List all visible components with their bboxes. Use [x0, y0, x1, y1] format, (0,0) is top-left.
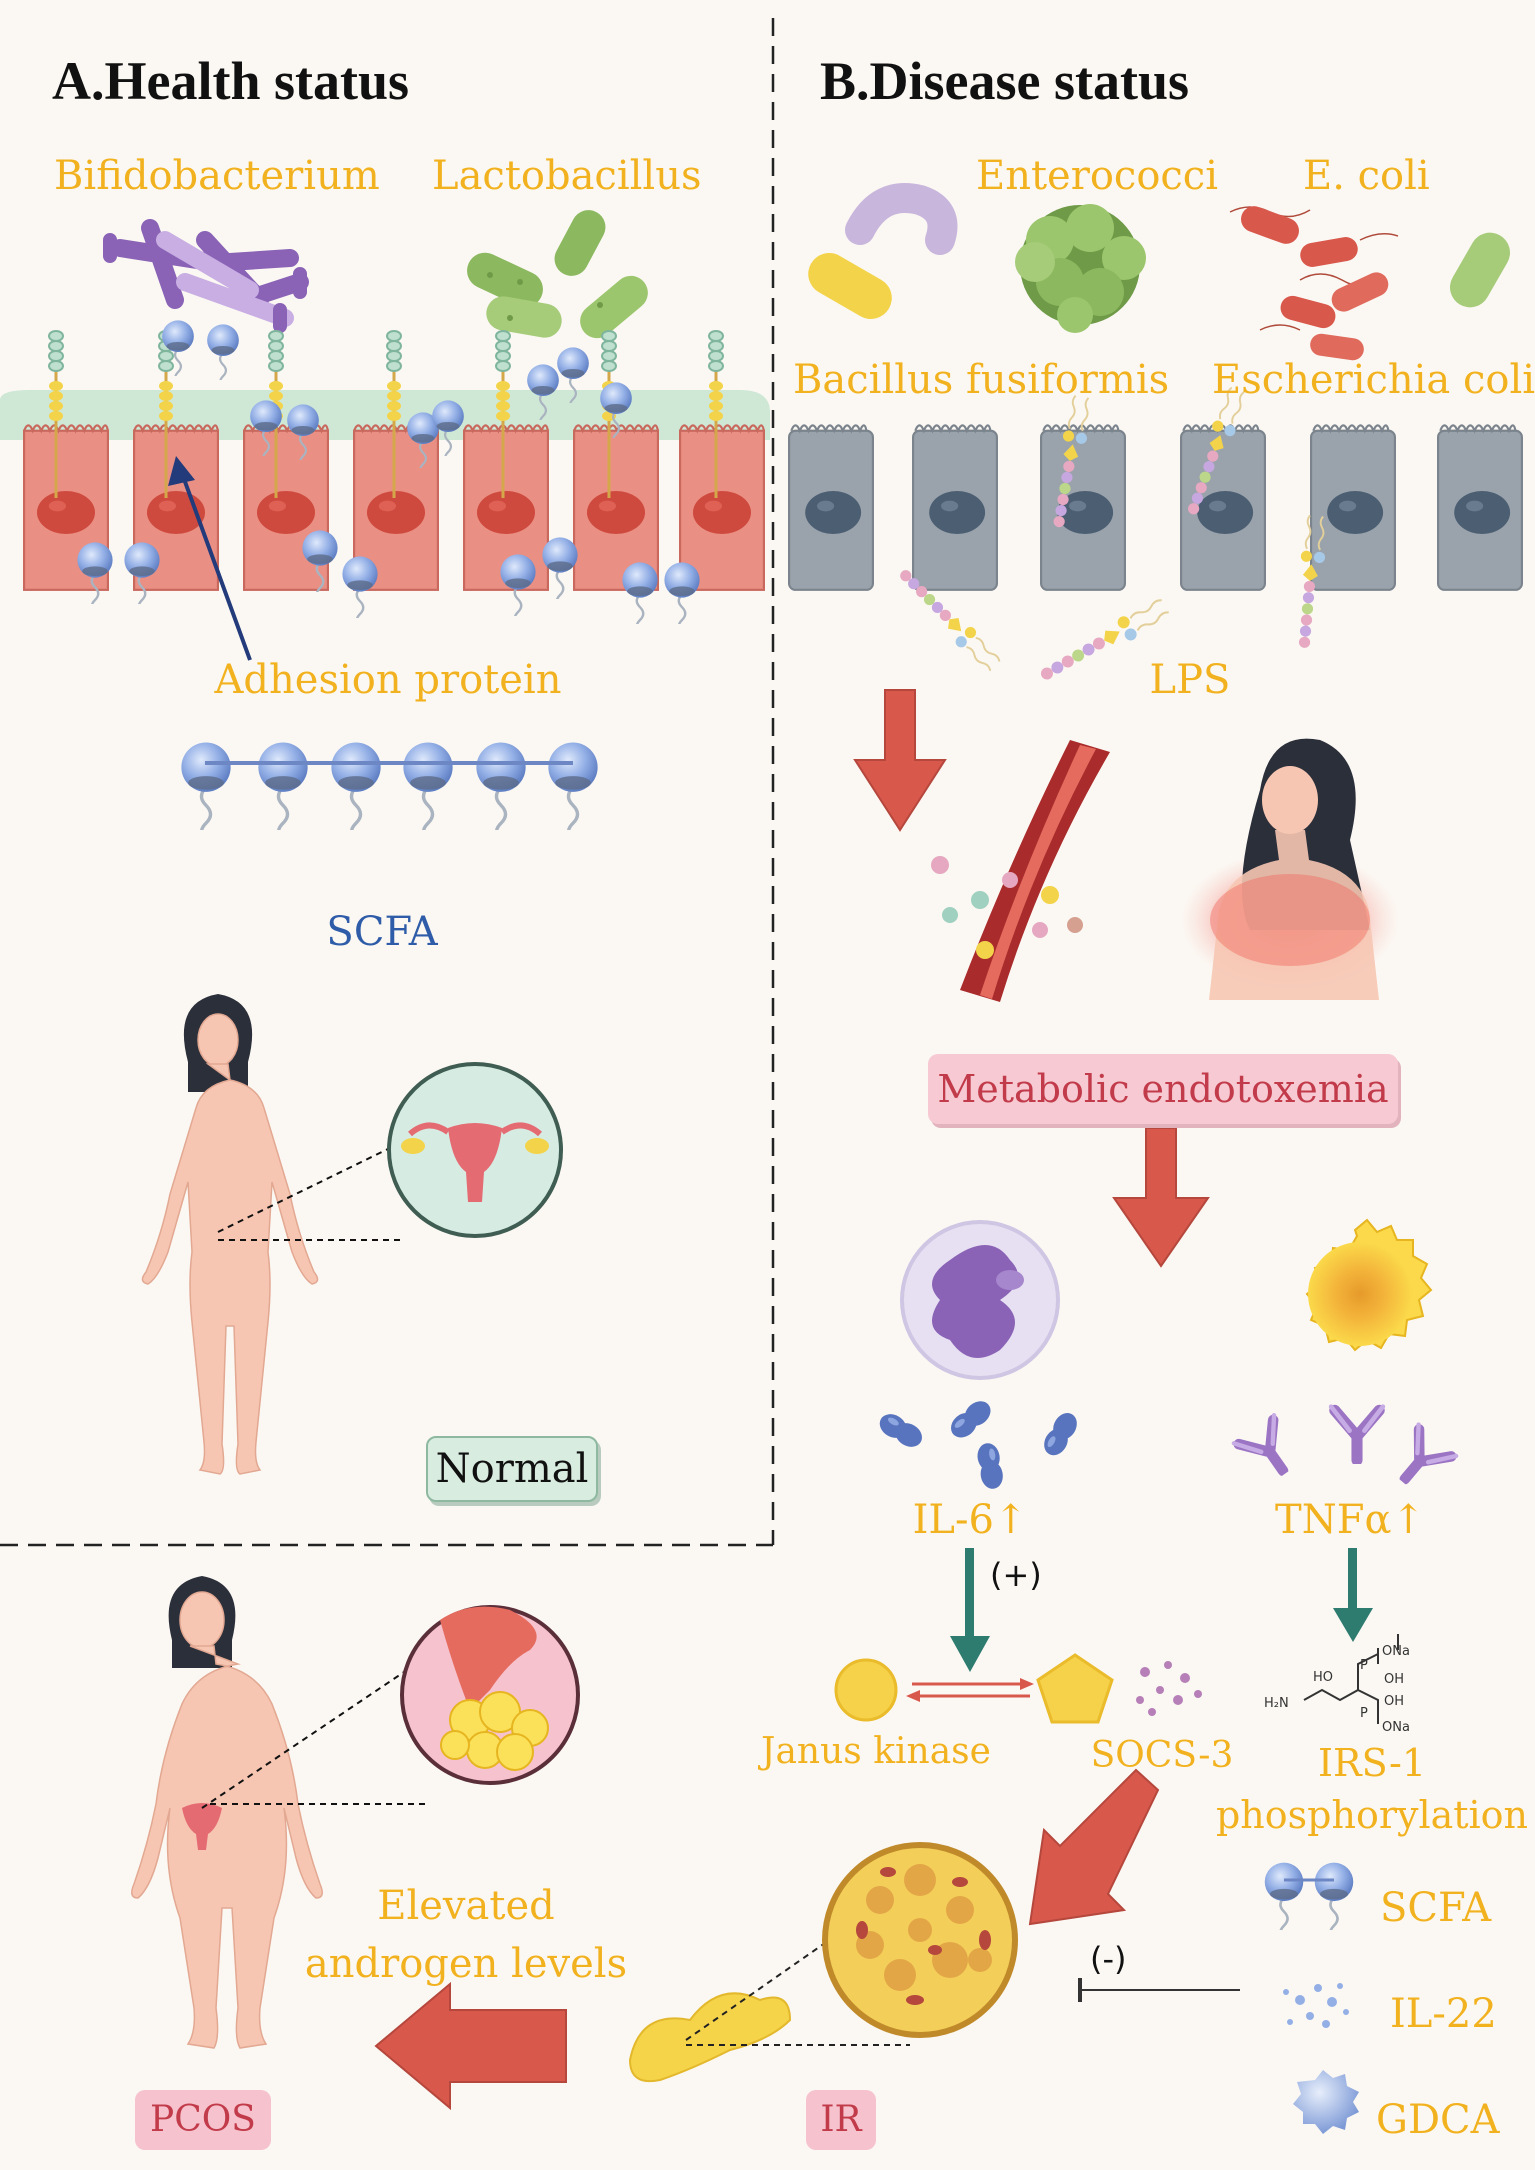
adhesion-pointer-arrow	[178, 467, 252, 661]
irs-chem-structure	[1303, 1634, 1399, 1724]
disease-epithelium	[787, 424, 1524, 592]
macrophage-cell	[1305, 1218, 1433, 1352]
chem-label-ho: HO	[1313, 1670, 1334, 1685]
label-il6: IL-6↑	[912, 1497, 1028, 1543]
label-plus: (+)	[990, 1556, 1042, 1594]
health-panel-title: A.Health status	[52, 51, 410, 111]
ecoli-rods	[1229, 206, 1399, 361]
inhibitor-icons	[1263, 1861, 1359, 2134]
chem-label-p-bottom: P	[1360, 1706, 1368, 1721]
label-minus: (-)	[1090, 1940, 1127, 1978]
islet-cross-section	[822, 1842, 1018, 2038]
jak-socs-illustration	[834, 1653, 1202, 1724]
label-irs1: IRS-1	[1317, 1741, 1427, 1785]
tnfa-molecules	[1234, 1407, 1456, 1495]
chem-label-p-top: P	[1360, 1658, 1368, 1673]
neutrophil-cell	[900, 1220, 1060, 1380]
label-inhibitor-scfa: SCFA	[1380, 1885, 1492, 1931]
metabolic-endotoxemia-box: Metabolic endotoxemia	[928, 1054, 1398, 1124]
chem-label-ona-top: ONa	[1382, 1644, 1410, 1659]
chem-label-ona-bottom: ONa	[1382, 1720, 1410, 1735]
label-escherichia-coli: Escherichia coli	[1212, 357, 1535, 403]
label-inhibitor-gdca: GDCA	[1376, 2097, 1500, 2143]
label-e-coli: E. coli	[1303, 153, 1430, 199]
adhesion-pointer-arrowhead	[168, 456, 195, 486]
disease-panel-title: B.Disease status	[820, 51, 1190, 111]
chem-label-oh-top: OH	[1384, 1672, 1405, 1687]
label-inhibitor-il22: IL-22	[1390, 1991, 1497, 2037]
pcos-woman-figure	[131, 1576, 430, 2049]
label-tnfa: TNFα↑	[1275, 1497, 1425, 1543]
label-enterococci: Enterococci	[976, 153, 1218, 199]
label-scfa: SCFA	[326, 909, 438, 955]
label-lps: LPS	[1149, 657, 1231, 703]
inhibition-line	[1078, 1978, 1240, 2002]
label-elevated: Elevated	[377, 1883, 555, 1929]
label-bifidobacterium: Bifidobacterium	[54, 153, 380, 199]
teal-arrows	[950, 1548, 1373, 1672]
blood-vessel-illustration	[931, 740, 1110, 1002]
label-socs3: SOCS-3	[1090, 1735, 1234, 1776]
healthy-woman-figure	[141, 994, 400, 1475]
il6-molecules	[875, 1396, 1082, 1491]
label-bacillus-fusiformis: Bacillus fusiformis	[793, 357, 1170, 403]
label-adhesion-protein: Adhesion protein	[214, 657, 562, 703]
fat-tissue-inset	[400, 1605, 580, 1785]
label-phosphorylation: phosphorylation	[1215, 1793, 1529, 1837]
red-flow-arrows	[374, 689, 1210, 2111]
pcos-box: PCOS	[135, 2090, 271, 2150]
pathogen-illustrations	[808, 183, 1510, 361]
healthy-uterus-inset	[387, 1062, 563, 1238]
chem-label-h2n: H₂N	[1264, 1696, 1289, 1711]
label-janus-kinase: Janus kinase	[761, 1731, 991, 1772]
lactobacillus-illustration	[467, 210, 648, 339]
normal-badge: Normal	[426, 1436, 598, 1502]
enterococci-cluster	[1015, 204, 1146, 333]
panel-separators	[0, 18, 775, 1547]
bifidobacterium-illustration	[103, 219, 309, 333]
scfa-row	[179, 740, 600, 830]
label-androgen-levels: androgen levels	[304, 1941, 628, 1987]
pancreas-illustration	[628, 1919, 910, 2082]
inflamed-woman-figure	[1180, 738, 1400, 1000]
ir-box: IR	[806, 2090, 876, 2150]
label-lactobacillus: Lactobacillus	[432, 153, 702, 199]
chem-label-oh-bottom: OH	[1384, 1694, 1405, 1709]
